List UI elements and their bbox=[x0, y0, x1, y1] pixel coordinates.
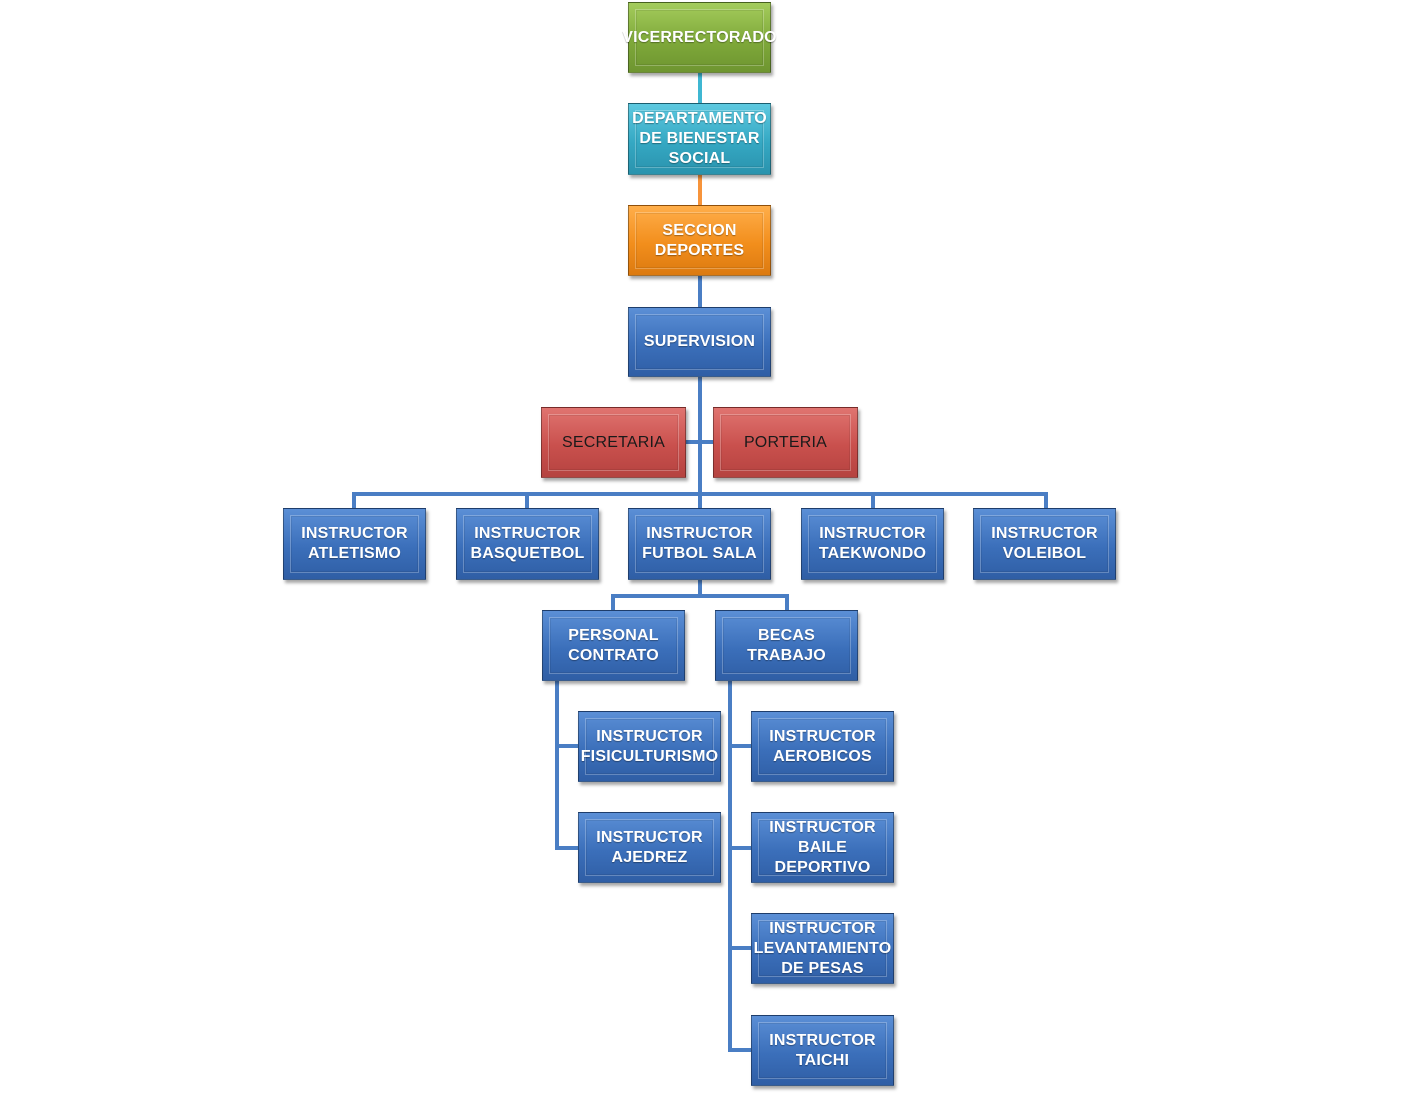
node-label: INSTRUCTOR BAILE DEPORTIVO bbox=[769, 818, 876, 876]
node-label: INSTRUCTOR BASQUETBOL bbox=[470, 525, 585, 562]
node-label: DEPARTAMENTO DE BIENESTAR SOCIAL bbox=[632, 110, 767, 167]
node-instructor-voleibol[interactable]: INSTRUCTOR VOLEIBOL bbox=[973, 508, 1116, 580]
node-label: INSTRUCTOR ATLETISMO bbox=[301, 525, 408, 562]
node-label: INSTRUCTOR TAICHI bbox=[769, 1031, 876, 1069]
node-label: INSTRUCTOR TAEKWONDO bbox=[818, 525, 927, 562]
node-becas-trabajo[interactable]: BECAS TRABAJO bbox=[715, 610, 858, 681]
node-instructor-aerobicos[interactable]: INSTRUCTOR AEROBICOS bbox=[751, 711, 894, 782]
node-instructor-basquetbol[interactable]: INSTRUCTOR BASQUETBOL bbox=[456, 508, 599, 580]
node-vicerrectorado[interactable]: VICERRECTORADO bbox=[622, 2, 777, 73]
node-label: INSTRUCTOR LEVANTAMIENTO DE PESAS bbox=[753, 919, 892, 977]
node-label: INSTRUCTOR AEROBICOS bbox=[769, 727, 876, 765]
connector-personal-vertical bbox=[555, 681, 579, 850]
node-instructor-futbol-sala[interactable]: INSTRUCTOR FUTBOL SALA bbox=[628, 508, 771, 580]
connector-futbol-branch bbox=[611, 594, 789, 610]
connector-becas-vertical bbox=[728, 681, 752, 1052]
node-label: INSTRUCTOR FUTBOL SALA bbox=[642, 525, 757, 562]
node-instructor-ajedrez[interactable]: INSTRUCTOR AJEDREZ bbox=[578, 812, 721, 883]
node-label: VICERRECTORADO bbox=[622, 28, 777, 46]
node-supervision[interactable]: SUPERVISION bbox=[628, 307, 771, 377]
node-departamento-bienestar-social[interactable]: DEPARTAMENTO DE BIENESTAR SOCIAL bbox=[628, 103, 771, 175]
node-label: INSTRUCTOR VOLEIBOL bbox=[991, 525, 1098, 562]
node-porteria[interactable]: PORTERIA bbox=[713, 407, 858, 478]
node-instructor-fisiculturismo[interactable]: INSTRUCTOR FISICULTURISMO bbox=[578, 711, 721, 782]
node-label: SECCION DEPORTES bbox=[654, 221, 745, 259]
node-personal-contrato[interactable]: PERSONAL CONTRATO bbox=[542, 610, 685, 681]
node-seccion-deportes[interactable]: SECCION DEPORTES bbox=[628, 205, 771, 276]
node-label: PERSONAL CONTRATO bbox=[568, 626, 659, 664]
node-instructor-baile-deportivo[interactable]: INSTRUCTOR BAILE DEPORTIVO bbox=[751, 812, 894, 883]
node-instructor-taekwondo[interactable]: INSTRUCTOR TAEKWONDO bbox=[801, 508, 944, 580]
node-label: INSTRUCTOR AJEDREZ bbox=[596, 828, 703, 866]
node-label: SECRETARIA bbox=[561, 433, 666, 451]
node-secretaria[interactable]: SECRETARIA bbox=[541, 407, 686, 478]
node-instructor-levantamiento-pesas[interactable]: INSTRUCTOR LEVANTAMIENTO DE PESAS bbox=[751, 913, 894, 984]
node-instructor-taichi[interactable]: INSTRUCTOR TAICHI bbox=[751, 1015, 894, 1086]
node-label: INSTRUCTOR FISICULTURISMO bbox=[580, 727, 719, 765]
node-label: SUPERVISION bbox=[643, 333, 756, 350]
node-label: BECAS TRABAJO bbox=[747, 626, 826, 664]
node-instructor-atletismo[interactable]: INSTRUCTOR ATLETISMO bbox=[283, 508, 426, 580]
connector-instructors-bus bbox=[352, 492, 1048, 508]
node-label: PORTERIA bbox=[743, 433, 828, 451]
